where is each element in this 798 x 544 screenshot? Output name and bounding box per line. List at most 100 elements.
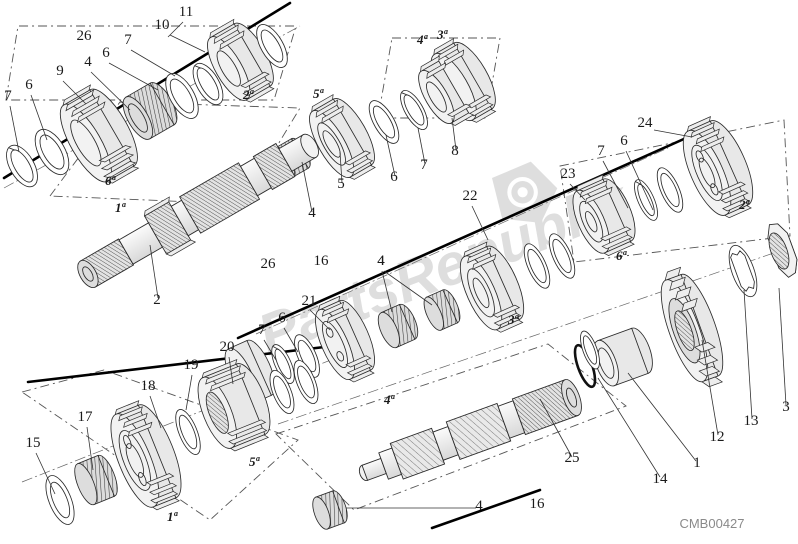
callout-number-c2[interactable]: 2 [153, 292, 161, 308]
callout-number-c1[interactable]: 1 [693, 455, 701, 471]
part-washer-mid-2 [548, 233, 576, 279]
callout-number-c1ae[interactable]: 1ª [115, 200, 127, 215]
assembly-secondary-shaft-16 [312, 330, 600, 530]
callout-number-c4ae3[interactable]: 4ª [383, 392, 396, 407]
callout-number-c6ae2[interactable]: 6ª [616, 248, 628, 263]
callout-leader-line [778, 287, 787, 406]
callout-leader-line [167, 21, 184, 38]
callout-leader-line [625, 150, 654, 211]
callout-number-c22[interactable]: 22 [463, 188, 478, 204]
part-gear-18 [110, 400, 182, 511]
assembly-bottom-left [45, 358, 319, 525]
callout-leader-line [9, 105, 20, 153]
part-washer-mid-1 [523, 243, 551, 289]
part-gear-10 [207, 18, 275, 103]
callout-number-c2ae2[interactable]: 2ª [738, 197, 751, 212]
callout-leader-line [569, 183, 586, 201]
callout-number-c8[interactable]: 8 [451, 143, 459, 159]
callout-number-c6ae[interactable]: 6ª [105, 173, 117, 188]
watermark-logo [492, 161, 558, 223]
assembly-top-middle [273, 37, 497, 180]
callout-number-c12[interactable]: 12 [710, 429, 725, 445]
callout-number-c15[interactable]: 15 [26, 435, 41, 451]
part-needle-bearing-4a [122, 82, 178, 140]
callout-number-c5ae2[interactable]: 5ª [249, 454, 261, 469]
divider-middle [236, 128, 706, 340]
callout-number-c4ae2[interactable]: 4ª [416, 32, 429, 47]
callout-number-c4b[interactable]: 4 [308, 205, 316, 221]
callout-number-c6d[interactable]: 6 [278, 310, 286, 326]
callout-leader-line [185, 374, 193, 411]
callout-number-c4a[interactable]: 4 [84, 54, 92, 70]
callout-leader-line [169, 34, 206, 53]
group-box-bottom-left [20, 369, 299, 521]
callout-number-c7e[interactable]: 7 [597, 143, 605, 159]
callout-number-c3ae2[interactable]: 3ª [507, 312, 520, 327]
divider-bottom-right [430, 488, 542, 530]
callout-number-c24[interactable]: 24 [638, 115, 654, 131]
callout-number-c26b[interactable]: 26 [261, 256, 277, 272]
callout-number-c25[interactable]: 25 [565, 450, 580, 466]
callout-number-c10[interactable]: 10 [155, 17, 170, 33]
callout-number-c4e[interactable]: 4 [475, 498, 483, 514]
part-snap-ring-7b [192, 62, 224, 106]
callout-leader-line [228, 356, 234, 385]
callout-number-c3[interactable]: 3 [782, 399, 790, 415]
callout-leader-line [90, 71, 131, 111]
callout-number-c2ae[interactable]: 2ª [242, 87, 255, 102]
callout-leader-line [597, 377, 661, 478]
callout-number-c14[interactable]: 14 [653, 471, 669, 487]
callout-number-c16a[interactable]: 16 [314, 253, 330, 269]
callout-number-c3ae[interactable]: 3ª [436, 27, 449, 42]
callout-number-c17[interactable]: 17 [78, 409, 94, 425]
callout-number-c6e[interactable]: 6 [620, 133, 628, 149]
callout-leader-line [385, 134, 396, 177]
axis-line-4 [277, 245, 795, 425]
callout-number-c4c[interactable]: 4 [377, 253, 385, 269]
callout-number-c19[interactable]: 19 [184, 357, 199, 373]
callout-leader-line [451, 117, 457, 151]
callout-leader-line [30, 94, 48, 141]
callout-number-c1ae2[interactable]: 1ª [167, 509, 179, 524]
part-snap-ring-7a [6, 144, 38, 188]
callout-number-c7d[interactable]: 7 [258, 322, 266, 338]
callout-leader-line [743, 289, 753, 420]
callout-number-c20[interactable]: 20 [220, 339, 235, 355]
callout-leader-line [108, 62, 159, 91]
part-gear-5 [309, 93, 376, 180]
callout-leader-line [263, 339, 277, 361]
callout-number-c6c[interactable]: 6 [390, 169, 398, 185]
callout-number-c11[interactable]: 11 [179, 4, 193, 20]
callout-number-c7c[interactable]: 7 [420, 157, 428, 173]
part-gear-22 [459, 241, 525, 333]
part-snap-ring-7e [634, 179, 658, 221]
callout-leader-line [86, 426, 94, 471]
part-spacer-14 [593, 327, 653, 387]
callout-number-c16b[interactable]: 16 [530, 496, 546, 512]
part-gear-24 [682, 116, 754, 219]
callout-number-c5ae[interactable]: 5ª [313, 86, 325, 101]
callout-leader-line [130, 49, 176, 77]
callout-number-c26a[interactable]: 26 [77, 28, 93, 44]
callout-number-c7a[interactable]: 7 [124, 32, 132, 48]
callout-number-c7b[interactable]: 7 [4, 88, 12, 104]
callout-number-c23[interactable]: 23 [561, 166, 576, 182]
callout-number-c6b[interactable]: 6 [25, 77, 33, 93]
part-washer-bl-1 [269, 369, 295, 415]
callout-number-c4d[interactable]: 4 [377, 253, 385, 269]
part-snap-ring-7d [271, 344, 295, 384]
callout-leader-line [62, 80, 87, 105]
callout-number-c9[interactable]: 9 [56, 63, 64, 79]
callout-leader-line [653, 129, 693, 138]
callout-number-c13[interactable]: 13 [744, 413, 759, 429]
part-gear-20 [197, 358, 271, 452]
callout-number-c18[interactable]: 18 [141, 378, 156, 394]
assembly-right-row [572, 116, 754, 256]
part-nut-3 [767, 223, 798, 278]
callout-number-c21[interactable]: 21 [302, 293, 317, 309]
callout-leader-line [471, 205, 489, 241]
callout-number-c6a[interactable]: 6 [102, 45, 110, 61]
callout-number-c5[interactable]: 5 [337, 176, 345, 192]
